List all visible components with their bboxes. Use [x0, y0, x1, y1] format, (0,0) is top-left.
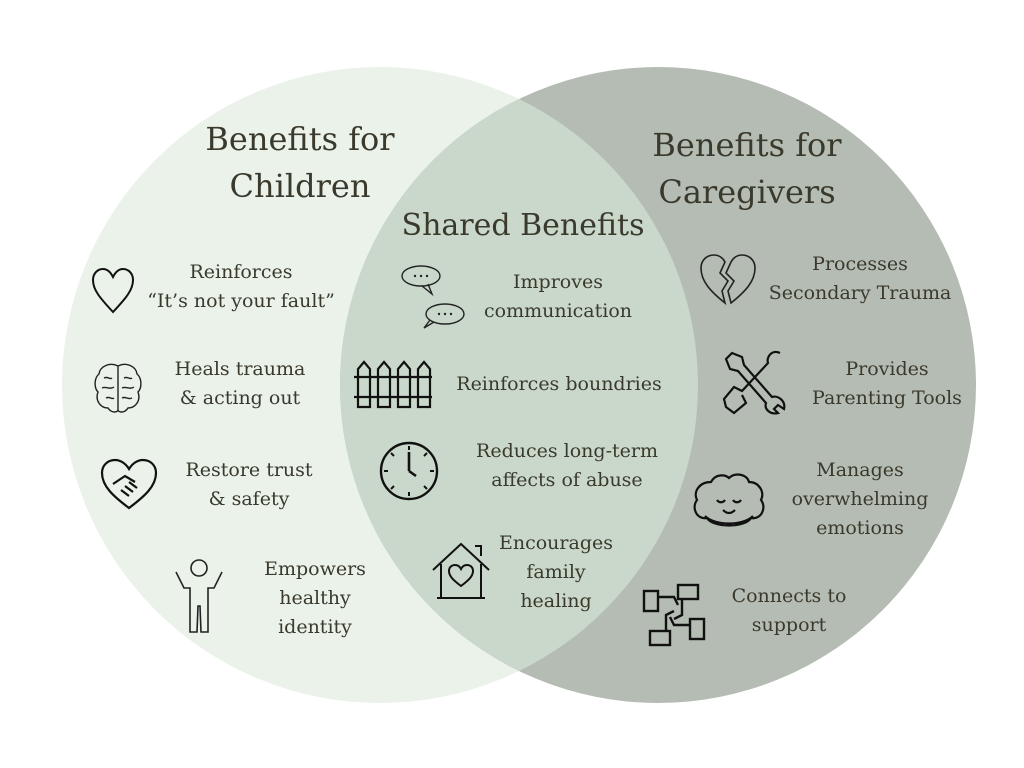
item-line: & safety — [208, 488, 290, 510]
item-line: Improves — [513, 271, 603, 293]
item-line: Heals trauma — [174, 358, 306, 380]
item-line: identity — [278, 616, 352, 638]
title-line: Caregivers — [658, 173, 836, 211]
tools-icon — [722, 347, 790, 417]
caregivers-item: Manages overwhelming emotions — [792, 456, 929, 543]
linked-hands-icon — [642, 583, 706, 647]
title-line: Benefits for — [652, 126, 842, 164]
item-line: affects of abuse — [491, 469, 643, 491]
children-item: Empowers healthy identity — [264, 555, 366, 642]
shared-item: Reinforces boundries — [456, 370, 661, 399]
title-line: Children — [229, 167, 371, 205]
item-line: Provides — [845, 358, 929, 380]
item-line: & acting out — [179, 387, 301, 409]
child-arms-up-icon — [172, 558, 226, 634]
children-item: Heals trauma & acting out — [175, 355, 306, 413]
item-line: Reinforces boundries — [456, 373, 662, 395]
broken-heart-icon — [698, 251, 758, 307]
house-heart-icon — [431, 540, 491, 602]
item-line: Encourages — [499, 532, 613, 554]
calm-face-icon — [691, 472, 767, 530]
brain-icon — [92, 360, 144, 416]
heart-icon — [90, 266, 136, 316]
item-line: Empowers — [264, 558, 366, 580]
item-line: support — [751, 614, 827, 636]
shared-item: Encourages family healing — [499, 529, 613, 616]
item-line: Processes — [812, 253, 908, 275]
fence-icon — [354, 359, 432, 409]
item-line: Reinforces — [189, 261, 293, 283]
shared-item: Improves communication — [484, 268, 632, 326]
item-line: Connects to — [731, 585, 847, 607]
item-line: emotions — [816, 517, 904, 539]
title-line: Benefits for — [205, 120, 395, 158]
children-item: Reinforces “It’s not your fault” — [147, 258, 335, 316]
item-line: Manages — [816, 459, 904, 481]
shared-overlap — [340, 67, 698, 703]
speech-bubbles-icon — [400, 264, 468, 332]
children-item: Restore trust & safety — [185, 456, 312, 514]
item-line: Restore trust — [185, 459, 313, 481]
item-line: healthy — [279, 587, 351, 609]
handshake-heart-icon — [99, 456, 159, 512]
item-line: communication — [483, 300, 633, 322]
item-line: Secondary Trauma — [768, 282, 952, 304]
item-line: overwhelming — [791, 488, 929, 510]
clock-icon — [378, 440, 440, 502]
caregivers-item: Connects to support — [732, 582, 847, 640]
item-line: Reduces long-term — [476, 440, 658, 462]
shared-item: Reduces long-term affects of abuse — [476, 437, 658, 495]
item-line: healing — [520, 590, 592, 612]
shared-title: Shared Benefits — [401, 208, 645, 243]
item-line: “It’s not your fault” — [147, 290, 335, 312]
item-line: family — [526, 561, 586, 583]
item-line: Parenting Tools — [812, 387, 962, 409]
